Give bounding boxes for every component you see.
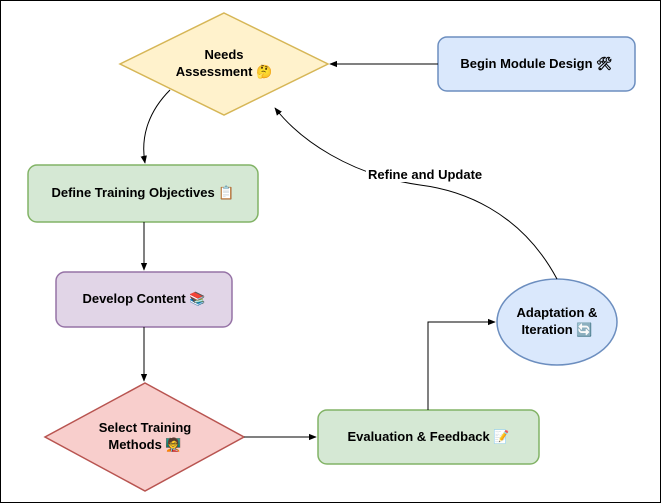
- adaptation-iteration-label: Adaptation & Iteration 🔄: [516, 305, 598, 337]
- needs-assessment-shape[interactable]: [118, 12, 330, 116]
- needs-assessment-label: Needs Assessment 🤔: [175, 47, 273, 79]
- edge-adaptation-to-needs: [274, 107, 558, 280]
- edge-evaluation-to-adaptation: [427, 318, 496, 410]
- develop-content-label: Develop Content 📚: [82, 291, 206, 307]
- select-training-methods-label: Select Training Methods 🧑‍🏫: [98, 420, 192, 452]
- evaluation-feedback-label: Evaluation & Feedback 📝: [347, 428, 510, 444]
- define-training-objectives-shape[interactable]: [27, 164, 259, 223]
- select-training-methods-shape[interactable]: [43, 382, 246, 492]
- define-training-objectives-label: Define Training Objectives 📋: [51, 185, 235, 201]
- edge-needs-to-define: [140, 89, 171, 164]
- refine-update-label: Refine and Update: [366, 167, 485, 182]
- begin-module-design-label: Begin Module Design 🛠: [460, 55, 613, 71]
